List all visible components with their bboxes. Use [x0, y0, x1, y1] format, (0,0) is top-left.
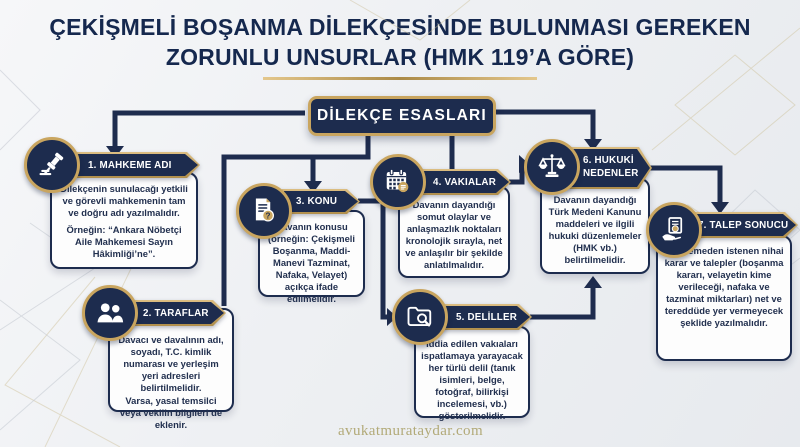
title-underline: [263, 77, 537, 80]
connector-root-to-1: [112, 110, 305, 147]
node-2-icon-circle: [82, 285, 138, 341]
node-3-label: 3. KONU: [296, 196, 338, 207]
node-6-text: Davanın dayandığı Türk Medeni Kanunu mad…: [548, 194, 642, 266]
node-4-banner: 4. VAKIALAR: [415, 169, 511, 195]
node-3-banner: 3. KONU: [282, 189, 360, 214]
node-1-banner: 1. MAHKEME ADI: [72, 152, 200, 178]
node-4-panel: Davanın dayandığı somut olaylar ve anlaş…: [398, 186, 510, 278]
node-3-icon-circle: ?: [236, 183, 292, 239]
root-node-label: DİLEKÇE ESASLARI: [317, 107, 487, 124]
gavel-icon: [39, 152, 64, 176]
node-7-label: 7. TALEP SONUCU: [698, 219, 789, 231]
node-1-icon-circle: [24, 137, 80, 193]
page-title-line1: ÇEKİŞMELİ BOŞANMA DİLEKÇESİNDE BULUNMASI…: [49, 14, 751, 40]
node-7-text: Mahkemeden istenen nihai karar ve talepl…: [664, 245, 784, 329]
node-4-icon-circle: [370, 154, 426, 210]
node-4-text: Davanın dayandığı somut olaylar ve anlaş…: [405, 199, 503, 271]
arrowhead: [584, 276, 602, 288]
arrowhead: [584, 139, 602, 151]
connector-5-to-6: [530, 287, 596, 320]
node-1-panel: Dilekçenin sunulacağı yetkili ve görevli…: [50, 172, 198, 269]
connector-root-to-2: [221, 130, 371, 306]
connector-root-to-6: [487, 109, 596, 140]
node-5-banner: 5. DELİLLER: [438, 304, 532, 330]
arrowhead: [304, 181, 322, 193]
node-2-text: Varsa, yasal temsilci veya vekilin bilgi…: [119, 395, 223, 431]
people-icon: [97, 303, 124, 323]
node-5-text: İddia edilen vakıaları ispatlamaya yaray…: [421, 338, 523, 422]
node-2-banner: 2. TARAFLAR: [126, 300, 226, 326]
node-5-icon-circle: [392, 289, 448, 345]
node-1-label: 1. MAHKEME ADI: [88, 159, 172, 171]
node-5-label: 5. DELİLLER: [456, 311, 517, 323]
arrowhead: [711, 202, 729, 214]
folder-search-icon: [407, 306, 432, 327]
connector-6-to-7: [650, 165, 723, 203]
watermark: avukatmurataydar.com: [338, 423, 484, 439]
connector-3-to-5: [358, 198, 388, 320]
node-1-text: Dilekçenin sunulacağı yetkili ve görevli…: [60, 183, 188, 219]
document-question-icon: ?: [255, 198, 274, 222]
scales-icon: [538, 154, 566, 177]
node-2-text: Davacı ve davalının adı, soyadı, T.C. ki…: [118, 334, 224, 394]
node-6-banner: 6. HUKUKİ NEDENLER: [564, 147, 652, 189]
node-6-label: 6. HUKUKİ NEDENLER: [583, 155, 639, 179]
node-7-icon-circle: [646, 202, 702, 258]
root-node-dilekce-esaslari: DİLEKÇE ESASLARI: [308, 96, 496, 136]
node-6-icon-circle: [524, 139, 580, 195]
node-2-panel: Davacı ve davalının adı, soyadı, T.C. ki…: [108, 308, 234, 430]
node-1-text: Örneğin: “Ankara Nöbetçi Aile Mahkemesi …: [66, 224, 182, 260]
svg-text:?: ?: [266, 212, 271, 221]
page-title: ÇEKİŞMELİ BOŞANMA DİLEKÇESİNDE BULUNMASI…: [0, 13, 800, 73]
node-4-label: 4. VAKIALAR: [433, 176, 496, 188]
calendar-icon: [386, 168, 409, 193]
page-title-line2: ZORUNLU UNSURLAR (HMK 119’A GÖRE): [165, 43, 635, 70]
node-2-label: 2. TARAFLAR: [143, 307, 209, 319]
hand-document-icon: [662, 217, 683, 241]
node-3-text: Davanın konusu (örneğin: Çekişmeli Boşan…: [268, 221, 355, 305]
